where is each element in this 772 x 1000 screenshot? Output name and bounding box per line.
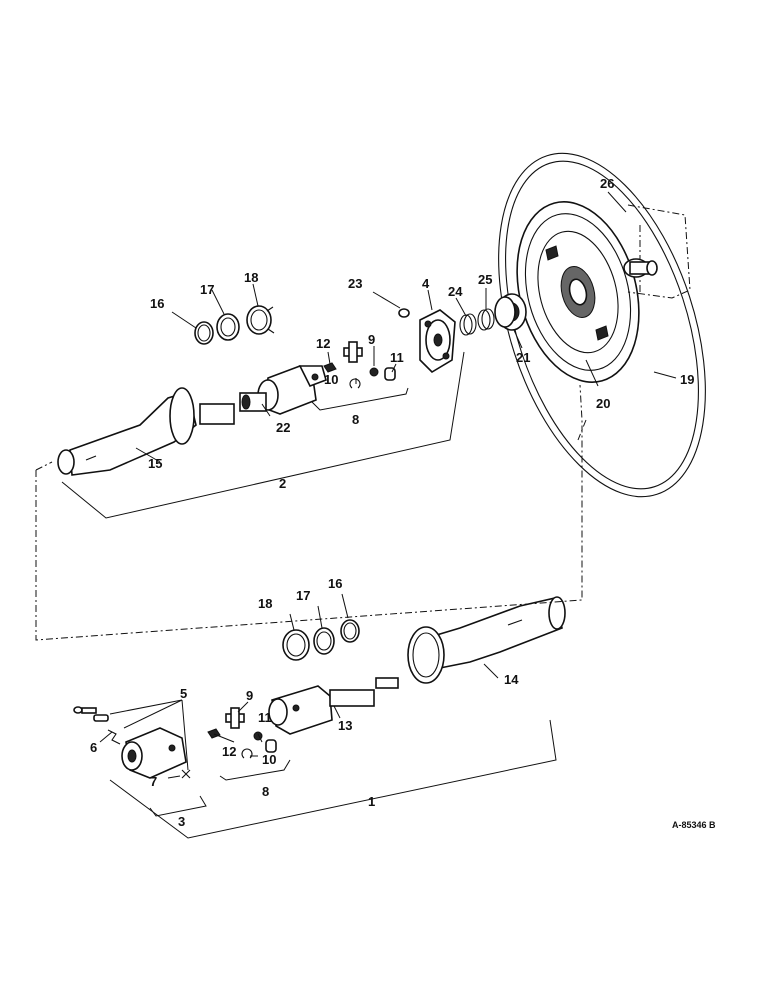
ring-18-lower <box>282 629 310 661</box>
label-3: 3 <box>178 814 185 829</box>
label-4: 4 <box>422 276 430 291</box>
ring-17-upper <box>216 313 240 341</box>
label-20: 20 <box>596 396 610 411</box>
label-11-upper: 11 <box>390 350 404 365</box>
bearing <box>494 293 527 331</box>
label-23: 23 <box>348 276 362 291</box>
label-2: 2 <box>279 476 286 491</box>
ring-17-lower <box>313 627 335 655</box>
label-14: 14 <box>504 672 519 687</box>
callout-labels: 26 23 4 24 25 21 19 20 16 17 18 12 9 11 … <box>90 176 694 829</box>
flange-yoke <box>419 309 456 374</box>
label-22: 22 <box>276 420 290 435</box>
label-9-upper: 9 <box>368 332 375 347</box>
drawing-reference-number: A-85346 B <box>672 820 716 830</box>
label-6: 6 <box>90 740 97 755</box>
grease-fitting <box>398 308 410 318</box>
label-16-lower: 16 <box>328 576 342 591</box>
label-9-lower: 9 <box>246 688 253 703</box>
spacer-25 <box>477 308 495 331</box>
label-17-lower: 17 <box>296 588 310 603</box>
label-24: 24 <box>448 284 463 299</box>
label-5: 5 <box>180 686 187 701</box>
label-16-upper: 16 <box>150 296 164 311</box>
label-18-lower: 18 <box>258 596 272 611</box>
leader-lines <box>99 191 677 779</box>
shield-ring-18-upper <box>246 305 275 335</box>
v-belt <box>498 152 706 498</box>
label-21: 21 <box>516 350 530 365</box>
pulley <box>516 201 640 383</box>
label-15: 15 <box>148 456 162 471</box>
label-13: 13 <box>338 718 352 733</box>
label-25: 25 <box>478 272 492 287</box>
label-18-upper: 18 <box>244 270 258 285</box>
label-10-lower: 10 <box>262 752 276 767</box>
mounting-bracket <box>623 204 691 299</box>
assembly-lines <box>35 384 587 641</box>
label-10-upper: 10 <box>324 372 338 387</box>
label-17-upper: 17 <box>200 282 214 297</box>
shaft-yoke-lower <box>268 677 399 735</box>
label-19: 19 <box>680 372 694 387</box>
group-brackets <box>61 351 557 839</box>
label-8-lower: 8 <box>262 784 269 799</box>
snap-ring-16-upper <box>194 321 214 345</box>
label-7: 7 <box>150 774 157 789</box>
shaft-yoke-upper <box>199 365 327 425</box>
label-26: 26 <box>600 176 614 191</box>
label-12-upper: 12 <box>316 336 330 351</box>
shield-cone-lower <box>407 596 566 684</box>
shield-cone-upper <box>57 387 197 476</box>
spacer-24 <box>459 313 477 336</box>
label-11-lower: 11 <box>258 710 272 725</box>
label-1: 1 <box>368 794 375 809</box>
snap-ring-16-lower <box>340 619 360 643</box>
label-8-upper: 8 <box>352 412 359 427</box>
label-12-lower: 12 <box>222 744 236 759</box>
quick-coupler-yoke <box>121 727 187 779</box>
